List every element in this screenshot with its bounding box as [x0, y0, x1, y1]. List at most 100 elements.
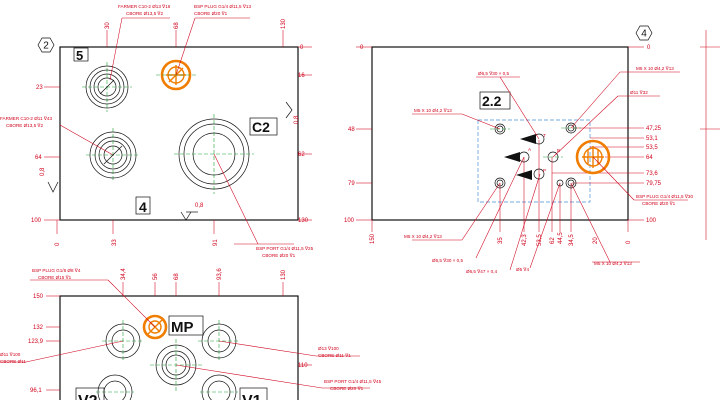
- bsp-plug-highlight-mp: [142, 314, 168, 340]
- dim-right-62: 62: [298, 152, 305, 158]
- cavity-outline: [477, 119, 591, 203]
- dim-4-left-100: 100: [344, 218, 355, 224]
- dim-b-left-1239: 123,9: [28, 339, 44, 345]
- note-farmer-left-cbore: CBORE Ø13,5 ∇2: [6, 123, 43, 128]
- sheet-bottom-view: 34,4 56 68 93,6 130 150 132 123,9 96,1 1…: [0, 268, 382, 400]
- dim-4-right-7975: 79,75: [646, 181, 662, 187]
- port-letter-t: T: [543, 133, 546, 138]
- view-number-hexagon: [37, 37, 55, 53]
- dim-4-right-535: 53,5: [646, 145, 658, 151]
- note-dia-right-cbore: CBORE Ø11 ∇1: [318, 353, 351, 358]
- dim-4-bottom-35: 35: [498, 237, 504, 244]
- dim-4-left-48: 48: [348, 127, 355, 133]
- dim-left-100: 100: [31, 218, 42, 224]
- dim-b-top-68: 68: [174, 273, 180, 280]
- note-bsp-port: BSP PORT G1/4 Ø11,5 ∇25: [256, 246, 314, 251]
- note-bsp-plug-4-cbore: CBORE Ø20 ∇1: [642, 201, 676, 206]
- dim-4-bottom-345: 34,5: [569, 234, 575, 246]
- surface-finish-right: 0,8: [294, 115, 300, 124]
- bsp-plug-highlight-4: [575, 139, 611, 175]
- dim-4-right-4725: 47,25: [646, 126, 662, 132]
- flow-arrow-c: [520, 134, 536, 144]
- note-bsp-port-b-cbore: CBORE Ø20 ∇1: [330, 386, 364, 391]
- note-bsp-plug-cbore: CBORE Ø20 ∇1: [194, 11, 228, 16]
- dim-b-top-344: 34,4: [121, 268, 127, 280]
- dim-4-right-531: 53,1: [646, 136, 658, 142]
- dim-top-68: 68: [174, 22, 180, 29]
- port-letter-p: P: [543, 168, 546, 173]
- note-bsp-plug-4: BSP PLUG G1/4 Ø11,5 ∇30: [636, 194, 693, 199]
- dim-b-left-150: 150: [33, 294, 44, 300]
- note-m5-bottom-right: M5 X 10 Ø4,2 ∇13: [594, 261, 632, 266]
- port-letter-a: A: [528, 147, 532, 152]
- dim-4-bottom-445: 44,5: [558, 232, 564, 244]
- label-port-v1: V1: [242, 393, 262, 400]
- label-port-c2: C2: [252, 119, 270, 135]
- dim-bottom-91: 91: [213, 239, 219, 246]
- note-left-cbore: CBORE Ø11: [0, 359, 26, 364]
- dim-4-right-100: 100: [646, 218, 657, 224]
- label-port-v2: V2: [78, 393, 98, 400]
- note-dia-top-right: Ø11 ∇32: [630, 90, 648, 95]
- dim-top-130: 130: [281, 18, 287, 29]
- note-bsp-port-cbore: CBORE Ø20 ∇1: [262, 253, 296, 258]
- label-port-4: 4: [139, 199, 147, 215]
- view-number: 2: [43, 41, 49, 52]
- sheet-bottom-outline: [59, 295, 299, 400]
- label-port-5: 5: [76, 48, 83, 63]
- sheet-2-outline: [59, 46, 299, 221]
- label-port-mp: MP: [171, 319, 194, 336]
- surface-finish-bottom: 0,8: [195, 203, 204, 209]
- dim-4-left-0: 0: [360, 45, 364, 51]
- dim-4-right-0: 0: [647, 45, 651, 51]
- view-number-hexagon-4: [635, 25, 653, 41]
- sheet-2-view: 2 30 68 130 0 16 62 130 23 64 100 0 33 9…: [0, 4, 314, 258]
- note-bsp-plug-mp: BSP PLUG G1/8 Ø8 ∇4: [32, 268, 81, 273]
- dim-left-23: 23: [36, 85, 43, 91]
- note-farmer-left: FARMER C10-2 Ø11 ∇43: [0, 116, 52, 121]
- note-farmer-top-cbore: CBORE Ø13,5 ∇2: [126, 11, 163, 16]
- dim-4-bottom-150: 150: [370, 233, 376, 244]
- view-number-4: 4: [641, 29, 647, 40]
- flow-arrow-b: [516, 170, 532, 180]
- dim-right-16: 16: [298, 73, 305, 79]
- note-bsp-port-b: BSP PORT G1/4 Ø11,5 ∇45: [324, 379, 382, 384]
- dim-b-right-110: 110: [298, 363, 308, 369]
- note-m5-top-right: M5 X 10 Ø4,2 ∇13: [636, 66, 674, 71]
- dim-right-0: 0: [300, 45, 304, 51]
- dim-top-30: 30: [105, 22, 111, 29]
- dim-left-64: 64: [35, 155, 42, 161]
- note-m5-bottom-left: M5 X 10 Ø4,2 ∇13: [404, 234, 442, 239]
- dim-4-bottom-20: 20: [593, 237, 599, 244]
- dim-b-left-961: 96,1: [30, 388, 42, 394]
- flow-arrow-a: [504, 152, 520, 162]
- dim-b-top-56: 56: [153, 273, 159, 280]
- note-hole-bottom-1: Ø6,5 ∇30 × 0,5: [432, 258, 463, 263]
- surface-finish-left: 0,8: [40, 167, 46, 176]
- dim-b-left-132: 132: [33, 325, 44, 331]
- note-m5-top-left: M5 X 10 Ø4,2 ∇13: [414, 108, 452, 113]
- dim-bottom-edge: 0: [55, 242, 61, 246]
- note-left-dia: Ø11 ∇100: [0, 352, 21, 357]
- dim-4-bottom-423: 42,3: [522, 234, 528, 246]
- note-bsp-plug: BSP PLUG G1/4 Ø11,5 ∇13: [194, 4, 251, 9]
- note-dia-right: Ø13 ∇100: [318, 346, 339, 351]
- sheet-4-view: 4 0 48 79 100 0 47,25 53,1 53,5 64 73,6 …: [344, 25, 720, 274]
- dim-4-bottom-62: 62: [550, 237, 556, 244]
- port-letter-b: B: [557, 148, 560, 153]
- dim-right-130: 130: [298, 218, 309, 224]
- dim-4-right-736: 73,6: [646, 171, 658, 177]
- dim-b-top-936: 93,6: [217, 268, 223, 280]
- note-hole-bottom-3: Ø5 ∇4: [516, 267, 529, 272]
- note-hole-top: Ø6,5 ∇30 × 0,5: [478, 71, 509, 76]
- label-port-2-2: 2.2: [482, 93, 502, 109]
- dim-b-top-130: 130: [281, 269, 287, 280]
- dim-4-left-79: 79: [348, 181, 355, 187]
- dim-4-right-64: 64: [646, 155, 653, 161]
- note-farmer-top: FARMER C10-2 Ø13 ∇16: [118, 4, 171, 9]
- dim-bottom-33: 33: [112, 239, 118, 246]
- dim-4-bottom-0: 0: [626, 240, 632, 244]
- note-bsp-plug-mp-cbore: CBORE Ø15 ∇1: [38, 275, 72, 280]
